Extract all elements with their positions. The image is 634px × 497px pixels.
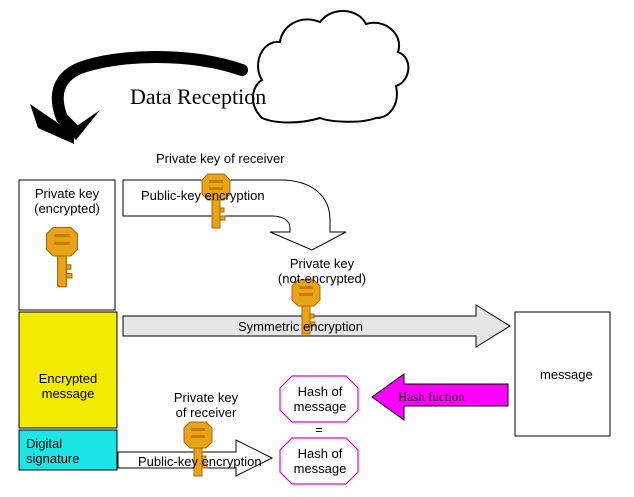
equals-sign: = [315, 422, 323, 437]
public-key-encryption-arrow-top [122, 179, 347, 251]
symmetric-encryption-label: Symmetric encryption [238, 319, 363, 334]
encrypted-message-label: Encrypted message [38, 371, 98, 401]
private-key-encrypted-label: Private key (encrypted) [34, 186, 100, 216]
digital-signature-label: Digital signature [26, 436, 80, 466]
digital-signature-box [18, 429, 118, 471]
private-key-of-receiver-label-top: Private key of receiver [156, 151, 285, 166]
hash-function-arrow [371, 373, 509, 421]
hash-of-message-label-2: Hash of message [293, 446, 347, 476]
curved-arrow-icon [51, 51, 248, 134]
diagram-title: Data Reception [130, 84, 267, 109]
private-key-not-encrypted-label: Private key (not-encrypted) [277, 256, 367, 286]
encrypted-message-box [18, 311, 118, 429]
hash-of-message-octagon-2 [279, 437, 359, 485]
public-key-encryption-label-bottom: Public-key encryption [138, 454, 262, 469]
symmetric-encryption-arrow [122, 304, 511, 348]
hash-of-message-label-1: Hash of message [293, 384, 347, 414]
hash-function-label: Hash fuction [398, 389, 465, 404]
hash-of-message-octagon-1 [279, 375, 359, 423]
cloud-icon [252, 10, 410, 124]
private-key-of-receiver-label-bottom: Private key of receiver [173, 390, 239, 420]
message-label: message [540, 367, 593, 382]
message-box [514, 311, 611, 437]
public-key-encryption-label-top: Public-key encryption [141, 188, 265, 203]
